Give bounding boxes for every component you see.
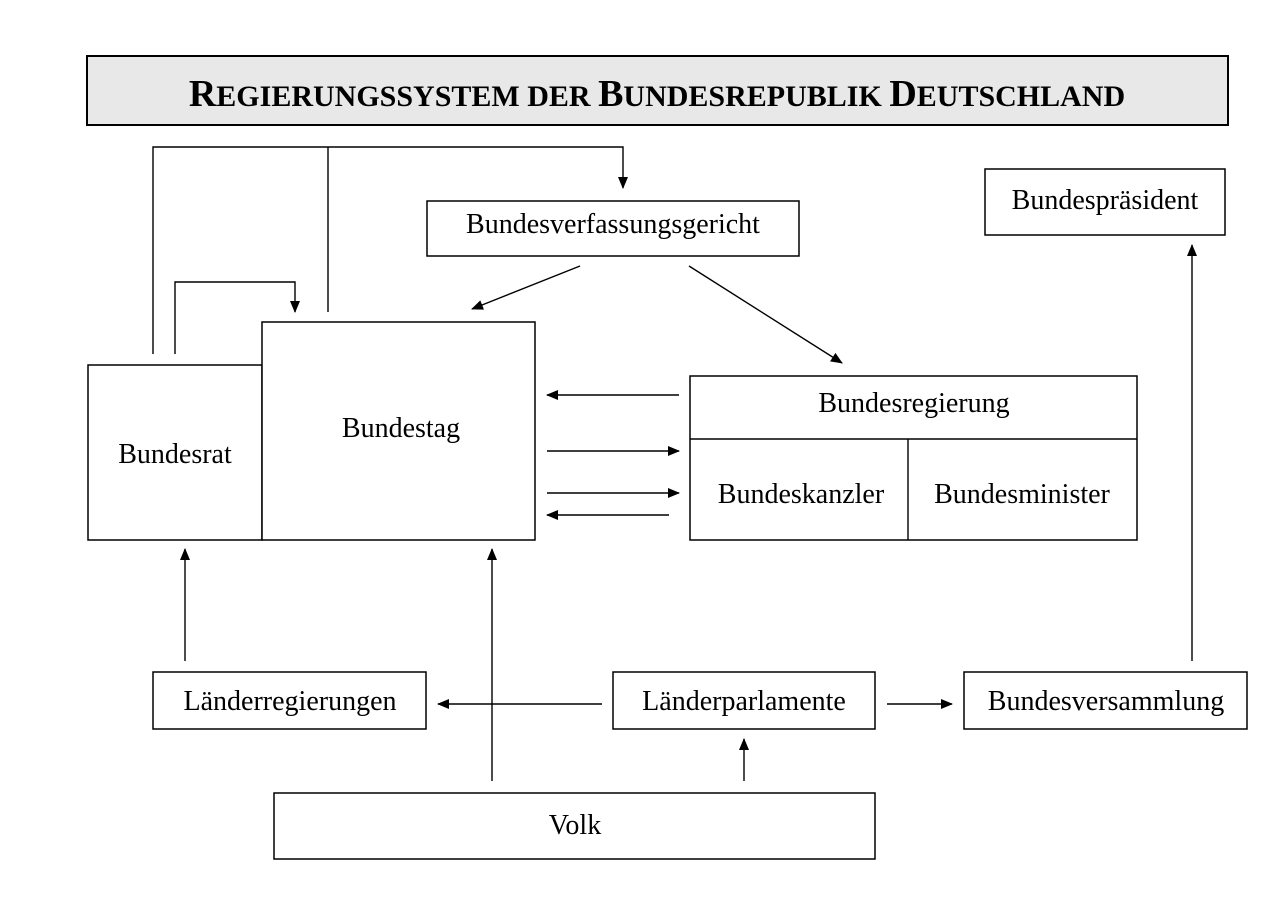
title-part: B (598, 73, 623, 115)
node-bundesrat: Bundesrat (87, 364, 263, 541)
bundesversammlung-label: Bundesversammlung (988, 686, 1224, 717)
arrow-bundesrat-to-bundestag (174, 281, 300, 354)
bundesminister-label: Bundesminister (934, 479, 1110, 510)
node-bundesregierung: Bundesregierung Bundeskanzler Bundesmini… (689, 375, 1138, 541)
bundesregierung-label: Bundesregierung (818, 388, 1009, 419)
title-part: R (189, 73, 217, 115)
diagram-title: REGIERUNGSSYSTEM DER BUNDESREPUBLIK DEUT… (189, 73, 1125, 115)
bundeskanzler-label: Bundeskanzler (718, 479, 885, 510)
laenderparlamente-label: Länderparlamente (642, 686, 846, 717)
node-laenderparlamente: Länderparlamente (612, 671, 876, 730)
title-part: D (889, 73, 916, 115)
laenderregierungen-label: Länderregierungen (184, 686, 397, 717)
bundestag-label: Bundestag (342, 413, 460, 444)
bundesverfassungsgericht-label: Bundesverfassungsgericht (466, 209, 760, 240)
node-bundesversammlung: Bundesversammlung (963, 671, 1248, 730)
arrow-verfassungsgericht-to-bundesregierung (688, 265, 843, 364)
arrow-verfassungsgericht-to-bundestag (471, 265, 581, 310)
node-volk: Volk (273, 792, 876, 860)
bundespraesident-label: Bundespräsident (1012, 185, 1199, 216)
connectors (152, 146, 1197, 781)
node-bundesverfassungsgericht: Bundesverfassungsgericht (426, 200, 800, 257)
node-bundespraesident: Bundespräsident (984, 168, 1226, 236)
title-part: UNDESREPUBLIK (623, 80, 889, 113)
title-box (86, 55, 1229, 126)
node-bundestag: Bundestag (261, 321, 536, 541)
bundesrat-label: Bundesrat (118, 439, 232, 470)
title-part: EGIERUNGSSYSTEM DER (216, 80, 598, 113)
arrow-bundesrat-to-verfassungsgericht (152, 146, 628, 354)
title-banner: REGIERUNGSSYSTEM DER BUNDESREPUBLIK DEUT… (86, 55, 1229, 126)
volk-label: Volk (549, 810, 601, 841)
title-part: EUTSCHLAND (917, 80, 1125, 113)
node-laenderregierungen: Länderregierungen (152, 671, 427, 730)
